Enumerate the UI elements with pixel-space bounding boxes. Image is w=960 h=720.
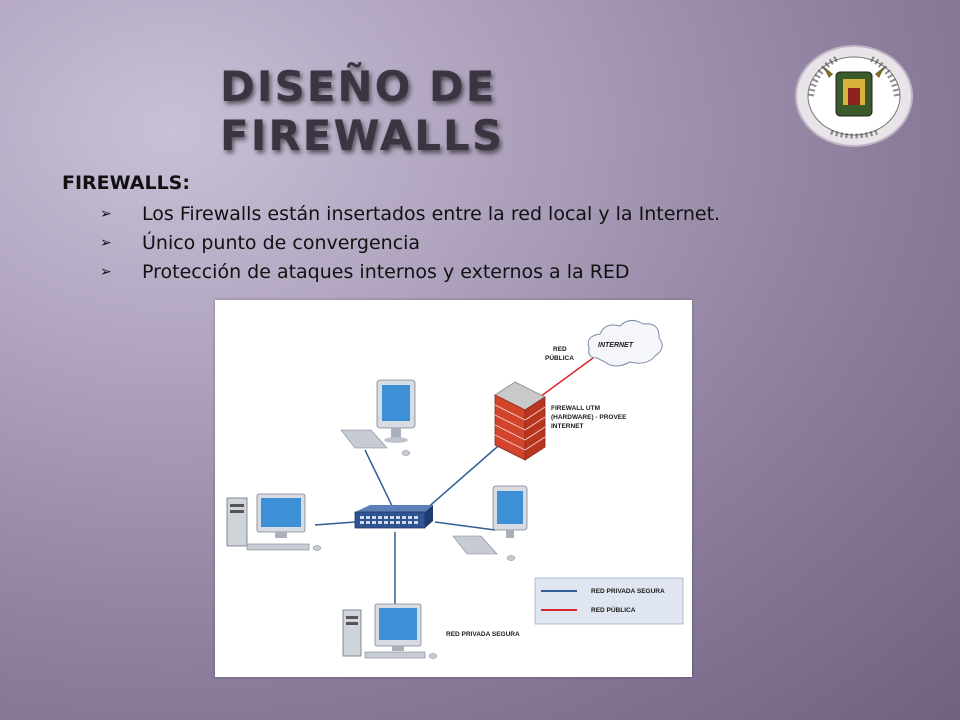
link-switch-to-firewall	[424, 439, 506, 511]
escuela-politecnica-logo	[795, 45, 913, 147]
firewall-label-line1: FIREWALL UTM	[551, 405, 600, 412]
bullet-text: Los Firewalls están insertados entre la …	[142, 202, 721, 225]
computer-right-icon	[452, 485, 528, 561]
link-switch-to-computer-top	[364, 449, 396, 513]
bullet-item: ➢ Único punto de convergencia	[100, 228, 720, 257]
arrowhead-bullet-icon: ➢	[100, 234, 112, 251]
link-switch-to-computer-left	[314, 521, 356, 526]
computer-bottom-icon	[342, 603, 438, 659]
network-diagram: INTERNET RED PÚBLICA FIREWALL UTM (HARDW…	[215, 300, 692, 677]
link-switch-to-computer-right	[434, 521, 496, 531]
firewall-label-line3: INTERNET	[551, 423, 584, 430]
network-switch-icon	[354, 505, 433, 529]
red-publica-label-line2: PÚBLICA	[545, 353, 574, 362]
firewall-icon	[494, 381, 546, 461]
arrowhead-bullet-icon: ➢	[100, 263, 112, 280]
internet-cloud-icon	[587, 320, 663, 367]
lan-label: RED PRIVADA SEGURA	[446, 631, 520, 638]
computer-top-icon	[340, 379, 416, 456]
legend-label-private: RED PRIVADA SEGURA	[591, 588, 665, 595]
section-heading: FIREWALLS:	[62, 172, 190, 194]
firewall-label-line2: (HARDWARE) - PROVEE	[551, 414, 627, 421]
slide-title: DISEÑO DE FIREWALLS	[220, 62, 505, 160]
arrowhead-bullet-icon: ➢	[100, 205, 112, 222]
link-firewall-to-internet	[532, 357, 594, 403]
red-publica-label-line1: RED	[553, 346, 567, 353]
computer-left-icon	[226, 493, 322, 551]
bullet-item: ➢ Los Firewalls están insertados entre l…	[100, 199, 720, 228]
bullet-list: ➢ Los Firewalls están insertados entre l…	[100, 199, 720, 286]
bullet-text: Protección de ataques internos y externo…	[142, 260, 630, 283]
internet-label: INTERNET	[598, 342, 634, 349]
bullet-text: Único punto de convergencia	[142, 231, 421, 254]
legend: RED PRIVADA SEGURA RED PÚBLICA	[534, 577, 684, 625]
legend-label-public: RED PÚBLICA	[591, 605, 636, 614]
bullet-item: ➢ Protección de ataques internos y exter…	[100, 257, 720, 286]
